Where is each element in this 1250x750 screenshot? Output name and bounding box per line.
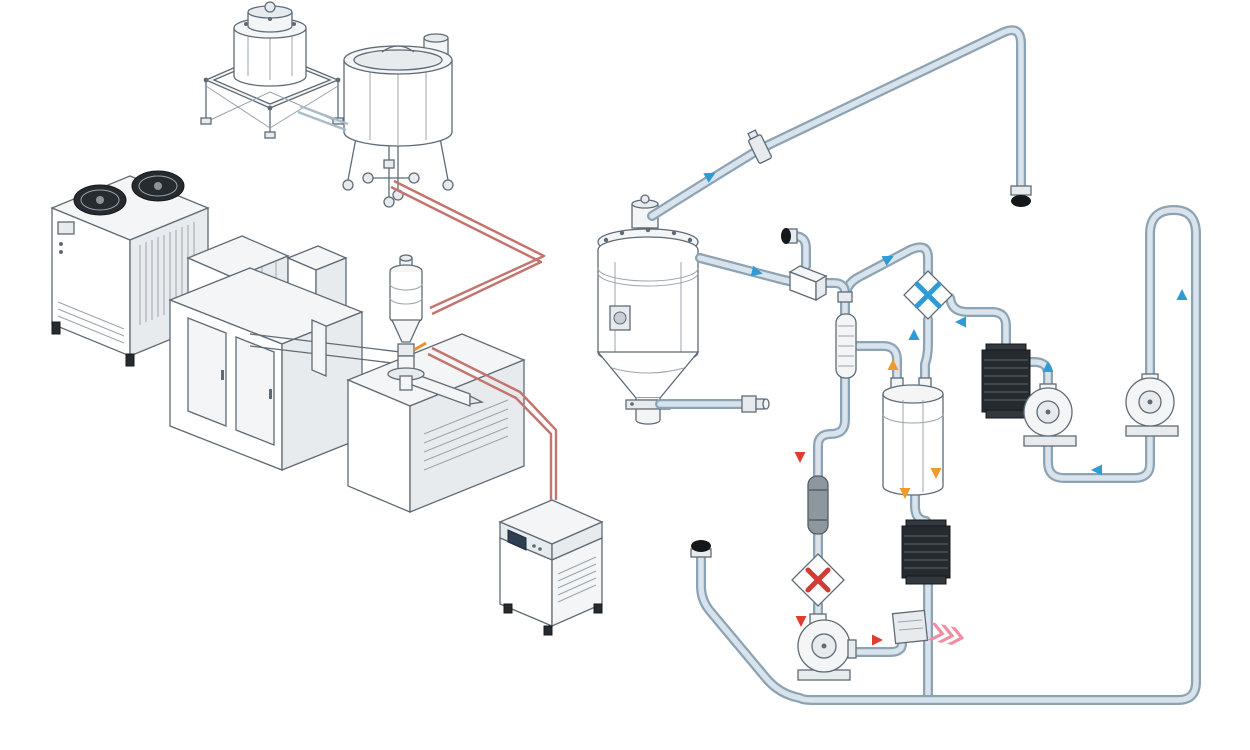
chiller-control-panel [57, 221, 125, 344]
air-piping [652, 30, 1196, 700]
imm-base-right [346, 333, 526, 513]
air-cooled-chiller [50, 170, 210, 367]
material-discharge-coupler [741, 395, 770, 413]
flow-arrow-red [795, 616, 807, 627]
cooling-water-lines [390, 179, 558, 500]
flow-arrow-blue [881, 256, 894, 266]
flow-arrow-blue [908, 329, 920, 340]
blower-outlet-flange [847, 639, 857, 659]
flow-arrow-blue [955, 316, 966, 328]
chiller-fan [73, 184, 127, 216]
pipe-tee-collar [837, 291, 853, 303]
flow-arrow-blue [1091, 464, 1102, 476]
air-cooler-upper [981, 343, 1031, 419]
water-tank-valve-manifold [362, 146, 420, 208]
flow-arrow-red [872, 634, 883, 646]
cooling-blower [1125, 373, 1179, 437]
heat-exchanger-process [903, 270, 953, 320]
heat-exchanger-regeneration [791, 553, 845, 607]
controller-foot [593, 603, 603, 614]
controller-button [532, 544, 536, 548]
chiller-foot [125, 353, 135, 367]
chiller-fan [131, 170, 185, 202]
flow-arrow-blue [1042, 361, 1054, 372]
x-mark-red [805, 567, 831, 593]
process-blower [1023, 383, 1077, 447]
hopper-discharge [625, 398, 671, 425]
mold-temperature-controller [498, 499, 604, 636]
controller-foot [503, 603, 513, 614]
pipe-end-cap-top [1010, 185, 1032, 207]
water-tank [342, 33, 454, 208]
regeneration-filter [807, 475, 829, 535]
regeneration-blower [797, 613, 857, 681]
hopper-loader [387, 254, 427, 391]
inline-pipe-fitting [747, 129, 772, 164]
water-tank-legs [342, 137, 454, 201]
controller-side-vents [557, 556, 597, 603]
imm-door-handle [269, 389, 272, 399]
chiller-foot [51, 321, 61, 335]
desiccant-tower [882, 377, 944, 496]
controller-button [538, 547, 542, 551]
caster-wheel [342, 179, 354, 191]
cooling-tower-drum [233, 1, 307, 87]
flow-arrow-orange [930, 468, 942, 479]
flow-arrow-orange [887, 359, 899, 370]
cooling-tower [200, 1, 344, 139]
return-air-silencer [835, 313, 857, 379]
imm-door [187, 317, 227, 427]
hopper-cone [596, 351, 700, 399]
imm-door [235, 336, 275, 446]
pipe-end-cap-bottom [690, 540, 712, 558]
controller-screen [507, 529, 527, 551]
imm-platen [311, 319, 327, 377]
imm-door-handle [221, 370, 224, 380]
flow-arrow-blue [703, 172, 716, 183]
drying-hopper [596, 194, 700, 425]
controller-foot [543, 625, 553, 636]
flow-arrow-red [794, 452, 806, 463]
pipe-end-cap-middle [781, 228, 798, 244]
tank-lid-handle [381, 45, 415, 53]
hopper-body [597, 236, 699, 366]
loader-cone [390, 319, 422, 343]
loader-valve-handle [413, 341, 427, 352]
flow-arrow-blue [1176, 289, 1188, 300]
loader-valve [397, 343, 415, 357]
flow-arrows-layer [703, 172, 1188, 646]
exhaust-arrow [927, 622, 965, 645]
tower-to-tank-line [297, 104, 349, 132]
caster-wheel [442, 179, 454, 191]
exhaust-outlet [891, 609, 965, 645]
inline-valve-fitting [788, 265, 828, 302]
water-tank-body [343, 33, 453, 147]
injection-molding-machine [168, 235, 526, 513]
flow-arrow-orange [899, 488, 911, 499]
x-mark-blue [914, 281, 942, 309]
air-cooler-lower [901, 519, 951, 585]
flow-arrow-blue [750, 265, 763, 277]
